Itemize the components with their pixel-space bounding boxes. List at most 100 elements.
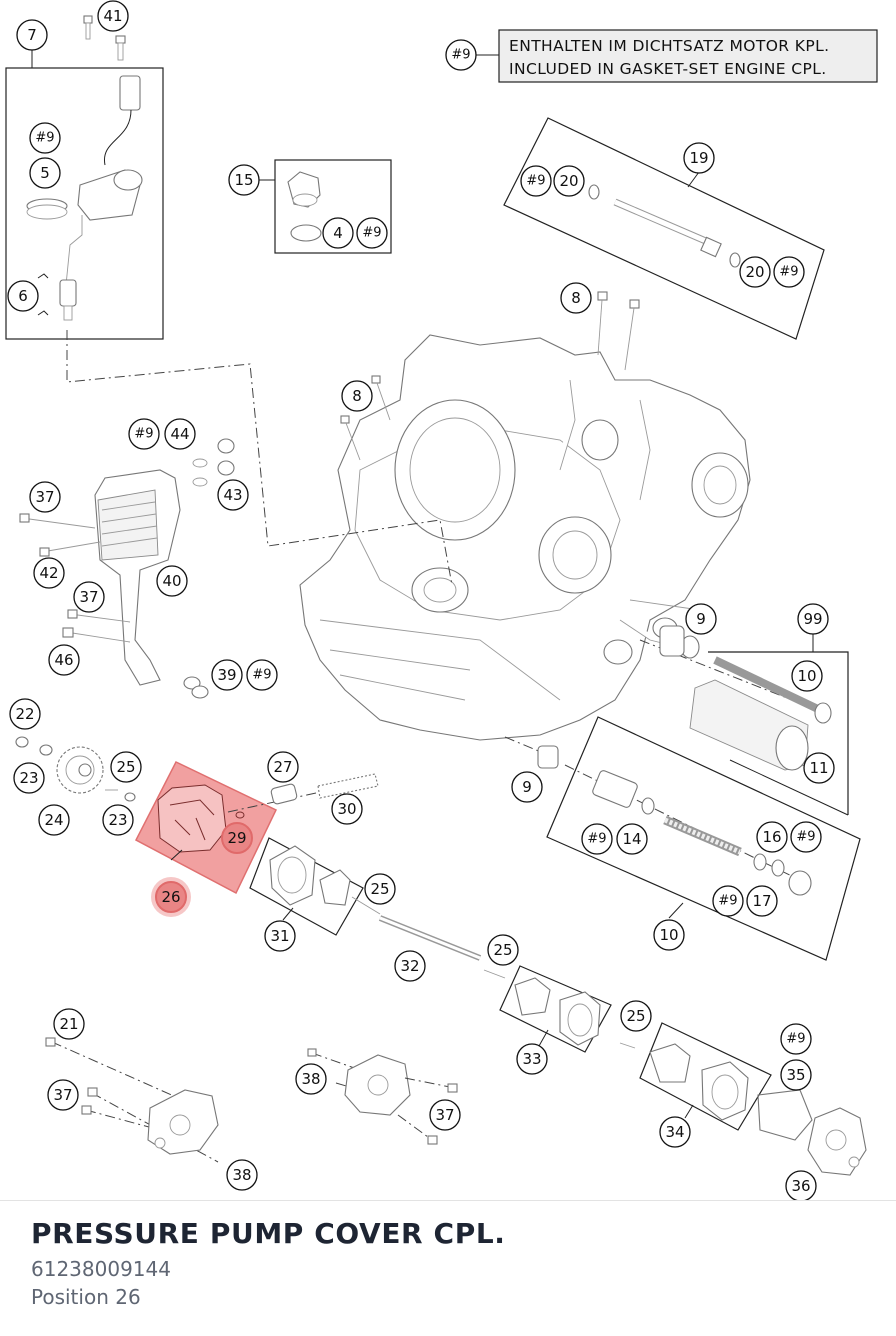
callout-10-filter[interactable]: 10 — [791, 660, 823, 692]
svg-text:30: 30 — [337, 800, 356, 818]
svg-text:21: 21 — [59, 1015, 78, 1033]
callout-22[interactable]: 22 — [9, 698, 41, 730]
callout-43[interactable]: 43 — [217, 479, 249, 511]
callout-8-top[interactable]: 8 — [560, 282, 592, 314]
svg-text:#9: #9 — [779, 265, 798, 280]
svg-text:40: 40 — [162, 572, 181, 590]
lower-cover-group — [45, 1037, 219, 1163]
callout-20-left[interactable]: 20 — [553, 165, 585, 197]
callout-10-relief[interactable]: 10 — [653, 919, 685, 951]
pressure-relief-group — [546, 716, 861, 961]
callout-23-left[interactable]: 23 — [13, 762, 45, 794]
svg-text:22: 22 — [15, 705, 34, 723]
callout-27[interactable]: 27 — [267, 751, 299, 783]
callout-17[interactable]: 17 — [746, 885, 778, 917]
callout-37-middle[interactable]: 37 — [429, 1099, 461, 1131]
svg-text:32: 32 — [400, 957, 419, 975]
callout-40[interactable]: 40 — [156, 565, 188, 597]
callout-44[interactable]: 44 — [164, 418, 196, 450]
callout-29[interactable]: 29 — [221, 822, 253, 854]
svg-text:44: 44 — [170, 425, 189, 443]
callout-37-lower-left[interactable]: 37 — [47, 1079, 79, 1111]
callout-9-oring-39[interactable]: #9 — [246, 659, 278, 691]
callout-32[interactable]: 32 — [394, 950, 426, 982]
selected-part-info: PRESSURE PUMP COVER CPL. 61238009144 Pos… — [0, 1200, 896, 1336]
callout-23-right[interactable]: 23 — [102, 804, 134, 836]
callout-15[interactable]: 15 — [228, 164, 260, 196]
svg-text:42: 42 — [39, 564, 58, 582]
callout-9-note[interactable]: #9 — [445, 39, 477, 71]
svg-text:20: 20 — [559, 172, 578, 190]
svg-text:24: 24 — [44, 811, 63, 829]
callout-8-left[interactable]: 8 — [341, 380, 373, 412]
svg-text:17: 17 — [752, 892, 771, 910]
svg-text:#9: #9 — [587, 832, 606, 847]
callout-9-bearing-bottom[interactable]: 9 — [511, 771, 543, 803]
callout-46[interactable]: 46 — [48, 644, 80, 676]
svg-text:6: 6 — [18, 287, 28, 305]
callout-6[interactable]: 6 — [7, 280, 39, 312]
svg-text:5: 5 — [40, 164, 50, 182]
callout-9-relief-bottom[interactable]: #9 — [712, 885, 744, 917]
pressure-pump-cover-highlight[interactable] — [134, 761, 278, 895]
callout-37-cooler-top[interactable]: 37 — [29, 481, 61, 513]
callout-34[interactable]: 34 — [659, 1116, 691, 1148]
svg-text:37: 37 — [35, 488, 54, 506]
svg-text:10: 10 — [797, 667, 816, 685]
callout-38-middle[interactable]: 38 — [295, 1063, 327, 1095]
svg-text:25: 25 — [116, 758, 135, 776]
callout-11[interactable]: 11 — [803, 752, 835, 784]
svg-text:7: 7 — [27, 26, 37, 44]
callout-42[interactable]: 42 — [33, 557, 65, 589]
callout-4[interactable]: 4 — [322, 217, 354, 249]
callout-7[interactable]: 7 — [16, 19, 48, 51]
callout-26-selected[interactable]: 26 — [151, 877, 191, 917]
callout-37-cooler-bottom[interactable]: 37 — [73, 581, 105, 613]
callout-21[interactable]: 21 — [53, 1008, 85, 1040]
callout-25-gear[interactable]: 25 — [110, 751, 142, 783]
svg-text:19: 19 — [689, 149, 708, 167]
callout-31[interactable]: 31 — [264, 920, 296, 952]
svg-text:#9: #9 — [252, 668, 271, 683]
callout-36[interactable]: 36 — [785, 1170, 817, 1200]
callout-9-relief-left[interactable]: #9 — [581, 823, 613, 855]
callout-20-right[interactable]: 20 — [739, 256, 771, 288]
callout-38-lower-left[interactable]: 38 — [226, 1159, 258, 1191]
callout-35[interactable]: 35 — [780, 1059, 812, 1091]
rotor-group-31 — [249, 837, 381, 936]
callout-99[interactable]: 99 — [797, 603, 829, 635]
callout-14[interactable]: 14 — [616, 823, 648, 855]
callout-24[interactable]: 24 — [38, 804, 70, 836]
callout-9-oil-filler[interactable]: #9 — [356, 217, 388, 249]
svg-text:46: 46 — [54, 651, 73, 669]
callout-41[interactable]: 41 — [97, 0, 129, 32]
bearing-9 — [537, 745, 559, 769]
callout-9-shaft-left[interactable]: #9 — [520, 165, 552, 197]
callout-9-oil-pipe[interactable]: #9 — [29, 122, 61, 154]
callout-5[interactable]: 5 — [29, 157, 61, 189]
callout-9-bearing-top[interactable]: 9 — [685, 603, 717, 635]
callout-9-relief-right[interactable]: #9 — [790, 821, 822, 853]
svg-text:25: 25 — [626, 1007, 645, 1025]
callout-25-rotor-31[interactable]: 25 — [364, 873, 396, 905]
callout-25-rotor-34[interactable]: 25 — [620, 1000, 652, 1032]
rotor-group-33 — [499, 965, 636, 1053]
pump-shaft — [378, 915, 506, 979]
callout-16[interactable]: 16 — [756, 821, 788, 853]
callout-9-gasket-35[interactable]: #9 — [780, 1023, 812, 1055]
oil-cooler-group — [19, 438, 235, 699]
callout-33[interactable]: 33 — [516, 1043, 548, 1075]
svg-text:99: 99 — [803, 610, 822, 628]
callout-25-shaft[interactable]: 25 — [487, 934, 519, 966]
callout-39[interactable]: 39 — [211, 659, 243, 691]
callout-9-shaft-right[interactable]: #9 — [773, 256, 805, 288]
callout-30[interactable]: 30 — [331, 793, 363, 825]
oil-pipe-guide-line — [66, 330, 453, 586]
callout-9-oil-cooler[interactable]: #9 — [128, 418, 160, 450]
svg-text:11: 11 — [809, 759, 828, 777]
svg-text:33: 33 — [522, 1050, 541, 1068]
svg-text:43: 43 — [223, 486, 242, 504]
callout-19[interactable]: 19 — [683, 142, 715, 174]
relief-spring — [227, 773, 379, 813]
svg-text:#9: #9 — [362, 226, 381, 241]
